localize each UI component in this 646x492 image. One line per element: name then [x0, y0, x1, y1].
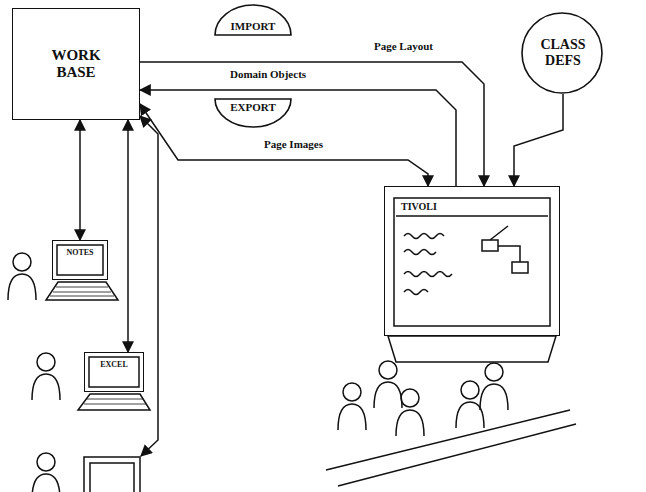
workstation-monitor: EXCEL: [84, 352, 144, 392]
keyboard-keys: [84, 399, 146, 404]
node-text: IMPORT: [231, 20, 276, 33]
person-head: [485, 363, 503, 381]
node-text: WORK BASE: [36, 47, 116, 82]
person-head: [379, 361, 397, 379]
import-dome: IMPORT: [214, 4, 292, 36]
monitor-screen: [89, 357, 139, 387]
person-body: [374, 382, 402, 408]
board-screen: [394, 198, 550, 326]
connector-arrow: [79, 120, 81, 240]
edge-label: Domain Objects: [228, 68, 308, 80]
person-head: [37, 453, 55, 471]
connector-arrow: [140, 62, 484, 186]
edge-label: Page Images: [262, 138, 325, 150]
arrow: [140, 116, 158, 456]
person-body: [8, 274, 36, 300]
scribble-text: [404, 234, 452, 295]
display-board: TIVOLI: [384, 186, 560, 336]
workstation-monitor: NOTES: [52, 240, 108, 280]
person-body: [480, 384, 508, 410]
keyboard: [46, 282, 118, 300]
node-text: EXCEL: [100, 360, 128, 369]
person-body: [456, 402, 484, 428]
connector-arrow: [514, 94, 563, 186]
person-body: [338, 404, 366, 430]
class-circle: CLASS DEFS: [521, 12, 605, 94]
person-head: [13, 253, 31, 271]
person-head: [343, 383, 361, 401]
node-text: EXPORT: [230, 101, 275, 114]
dome-outline: [215, 5, 291, 35]
edge-label: Page Layout: [372, 40, 435, 52]
person-body: [32, 474, 60, 492]
person-head: [401, 389, 419, 407]
connector-arrow: [127, 120, 129, 352]
person-body: [32, 374, 60, 400]
monitor-screen: [90, 463, 134, 492]
store-box: WORK BASE: [12, 8, 140, 120]
connector-arrow: [140, 90, 456, 186]
keyboard-keys: [50, 287, 114, 296]
dome-outline: [215, 99, 291, 127]
person-head: [461, 381, 479, 399]
keyboard: [78, 394, 150, 410]
person-head: [37, 353, 55, 371]
screen-box: [512, 262, 528, 273]
monitor: [84, 457, 140, 492]
export-dome: EXPORT: [214, 98, 292, 128]
node-text: CLASS DEFS: [532, 37, 594, 69]
screen-links: [490, 226, 520, 262]
display-stand: [388, 336, 556, 362]
screen-box: [482, 240, 498, 251]
table: [326, 410, 576, 486]
person-body: [396, 410, 424, 436]
circle-outline: [522, 13, 602, 93]
node-text: NOTES: [66, 248, 93, 257]
title-bar-line: [396, 215, 548, 217]
node-text: TIVOLI: [401, 201, 437, 213]
monitor-screen: [57, 245, 103, 275]
